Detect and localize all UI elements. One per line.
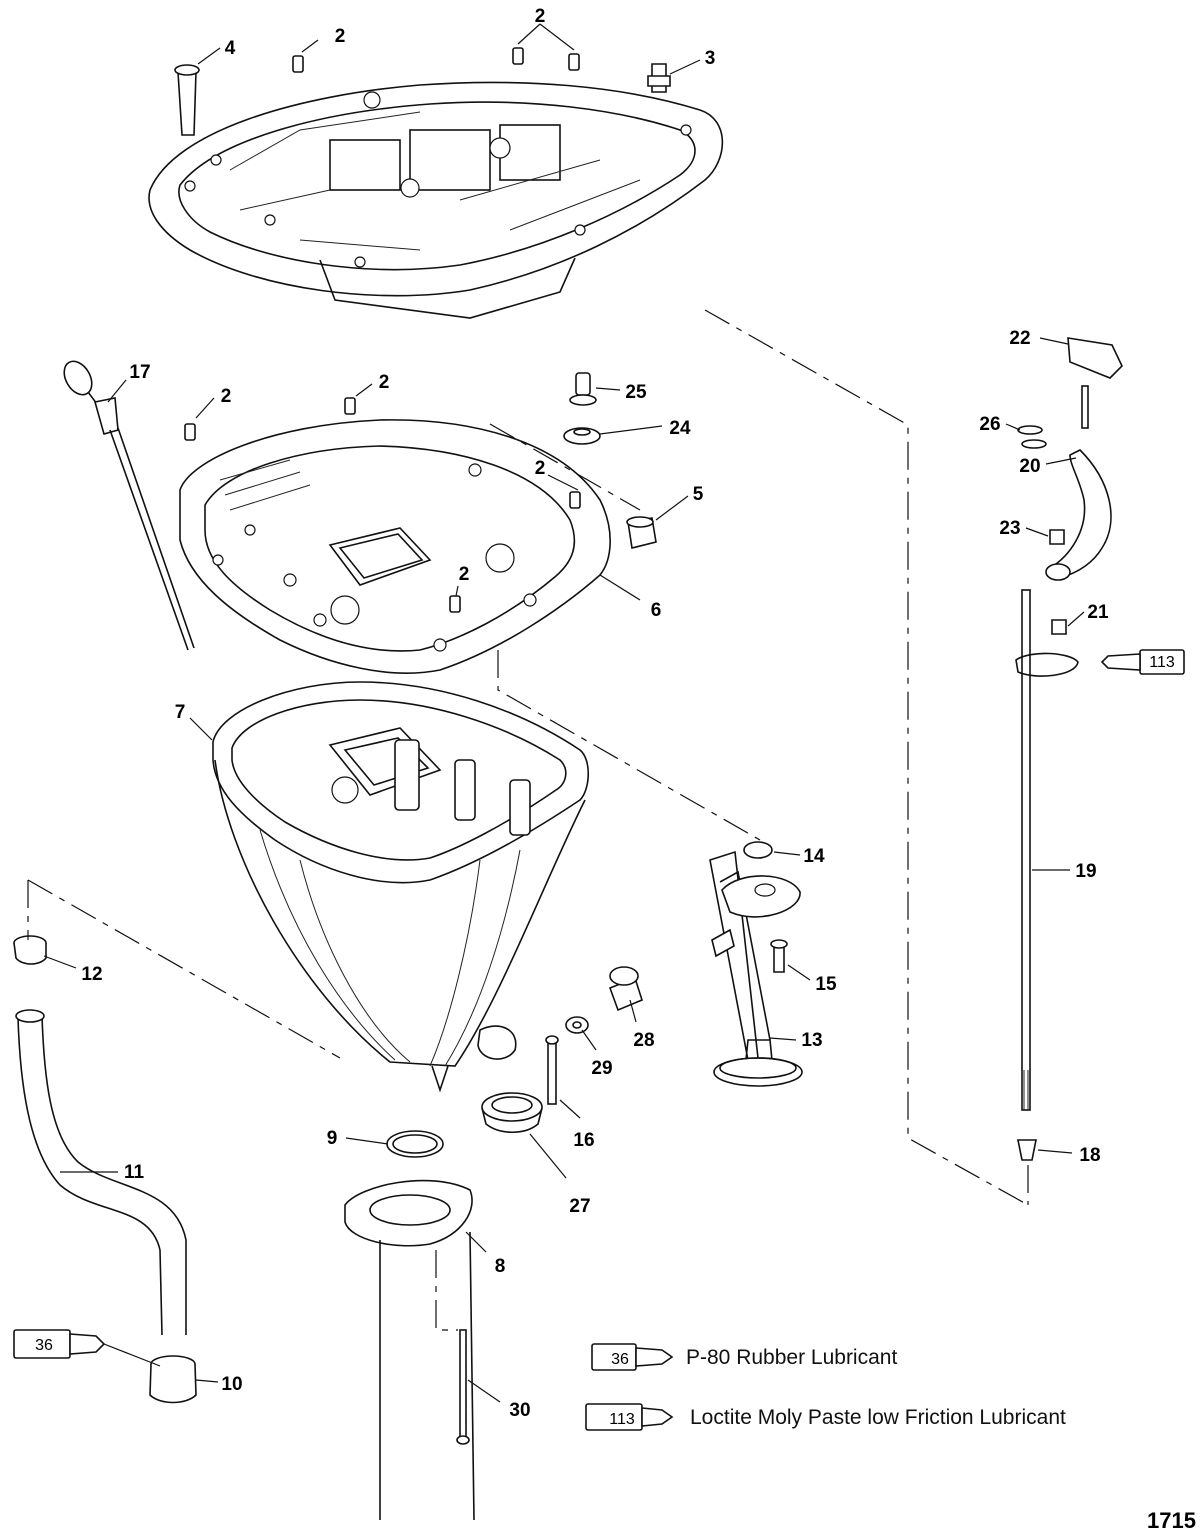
sleeve-part-4: [174, 64, 200, 136]
callout-2: 2: [335, 26, 346, 47]
tube-113-label: 113: [1149, 654, 1175, 671]
seal-part-27: [481, 1092, 543, 1134]
callout-30: 30: [509, 1400, 530, 1421]
lubricant-tube-36-on-part: 36: [13, 1329, 106, 1359]
shift-linkage-parts: [1015, 337, 1123, 1161]
callout-11: 11: [124, 1162, 145, 1183]
callout-2: 2: [459, 564, 470, 585]
callout-2: 2: [221, 386, 232, 407]
callout-7: 7: [175, 702, 186, 723]
exhaust-tube-part-8: [344, 1179, 475, 1521]
callout-22: 22: [1009, 328, 1030, 349]
callout-19: 19: [1075, 861, 1096, 882]
legend-code-113: 113: [609, 1411, 635, 1428]
assembly-lines: [27, 309, 1029, 1331]
callout-15: 15: [815, 974, 837, 995]
lubricant-tube-113-on-part: 113: [1100, 649, 1185, 675]
callout-20: 20: [1019, 456, 1040, 477]
callout-5: 5: [693, 484, 704, 505]
callout-27: 27: [569, 1196, 590, 1217]
legend-text-113: Loctite Moly Paste low Friction Lubrican…: [690, 1406, 1066, 1429]
gasket-part-6: [179, 419, 611, 674]
callout-10: 10: [221, 1374, 242, 1395]
callout-16: 16: [573, 1130, 594, 1151]
callout-8: 8: [495, 1256, 506, 1277]
bolt-part-16: [545, 1035, 559, 1105]
callout-2: 2: [379, 372, 390, 393]
fitting-part-3: [647, 63, 671, 93]
callout-25: 25: [625, 382, 647, 403]
leader-lines: [43, 23, 1085, 1403]
callout-3: 3: [705, 48, 716, 69]
callout-26: 26: [979, 414, 1000, 435]
dowel-pins-gasket: [184, 397, 581, 613]
callout-4: 4: [225, 38, 236, 59]
callout-9: 9: [327, 1128, 338, 1149]
o-ring-part-9: [386, 1130, 444, 1158]
callout-12: 12: [81, 964, 102, 985]
callout-13: 13: [801, 1030, 822, 1051]
bolt-part-30: [456, 1329, 470, 1445]
dipstick-part-17: [63, 360, 195, 651]
callout-28: 28: [633, 1030, 654, 1051]
callout-6: 6: [651, 600, 662, 621]
callout-14: 14: [803, 846, 825, 867]
legend-code-36: 36: [611, 1351, 629, 1368]
legend-item-113: 113 Loctite Moly Paste low Friction Lubr…: [585, 1403, 1066, 1431]
callout-2: 2: [535, 458, 546, 479]
figure-number: 1715: [1147, 1508, 1196, 1533]
drain-plug-28-washer-29: [565, 966, 643, 1034]
callout-24: 24: [669, 418, 691, 439]
water-tube-parts-10-11-12: [13, 935, 197, 1404]
callout-18: 18: [1079, 1145, 1100, 1166]
legend: 36 P-80 Rubber Lubricant 113 Loctite Mol…: [585, 1343, 1066, 1431]
legend-text-36: P-80 Rubber Lubricant: [686, 1346, 897, 1369]
tube-36-label: 36: [35, 1337, 53, 1354]
oil-pan-part-7: [212, 681, 590, 1093]
legend-item-36: 36 P-80 Rubber Lubricant: [591, 1343, 897, 1371]
parts-25-24-5: [563, 372, 657, 549]
oil-pickup-part-13: [709, 841, 803, 1087]
callout-numbers: 2 2 3 4 17 2 2 25 24 2 5 2 6 7 22 26 20 …: [81, 6, 1109, 1421]
callout-17: 17: [129, 362, 150, 383]
callout-23: 23: [999, 518, 1020, 539]
callout-21: 21: [1087, 602, 1109, 623]
adapter-plate: [148, 81, 724, 319]
dowel-pins-top: [292, 47, 580, 73]
callout-29: 29: [591, 1058, 612, 1079]
callout-2: 2: [535, 6, 546, 27]
